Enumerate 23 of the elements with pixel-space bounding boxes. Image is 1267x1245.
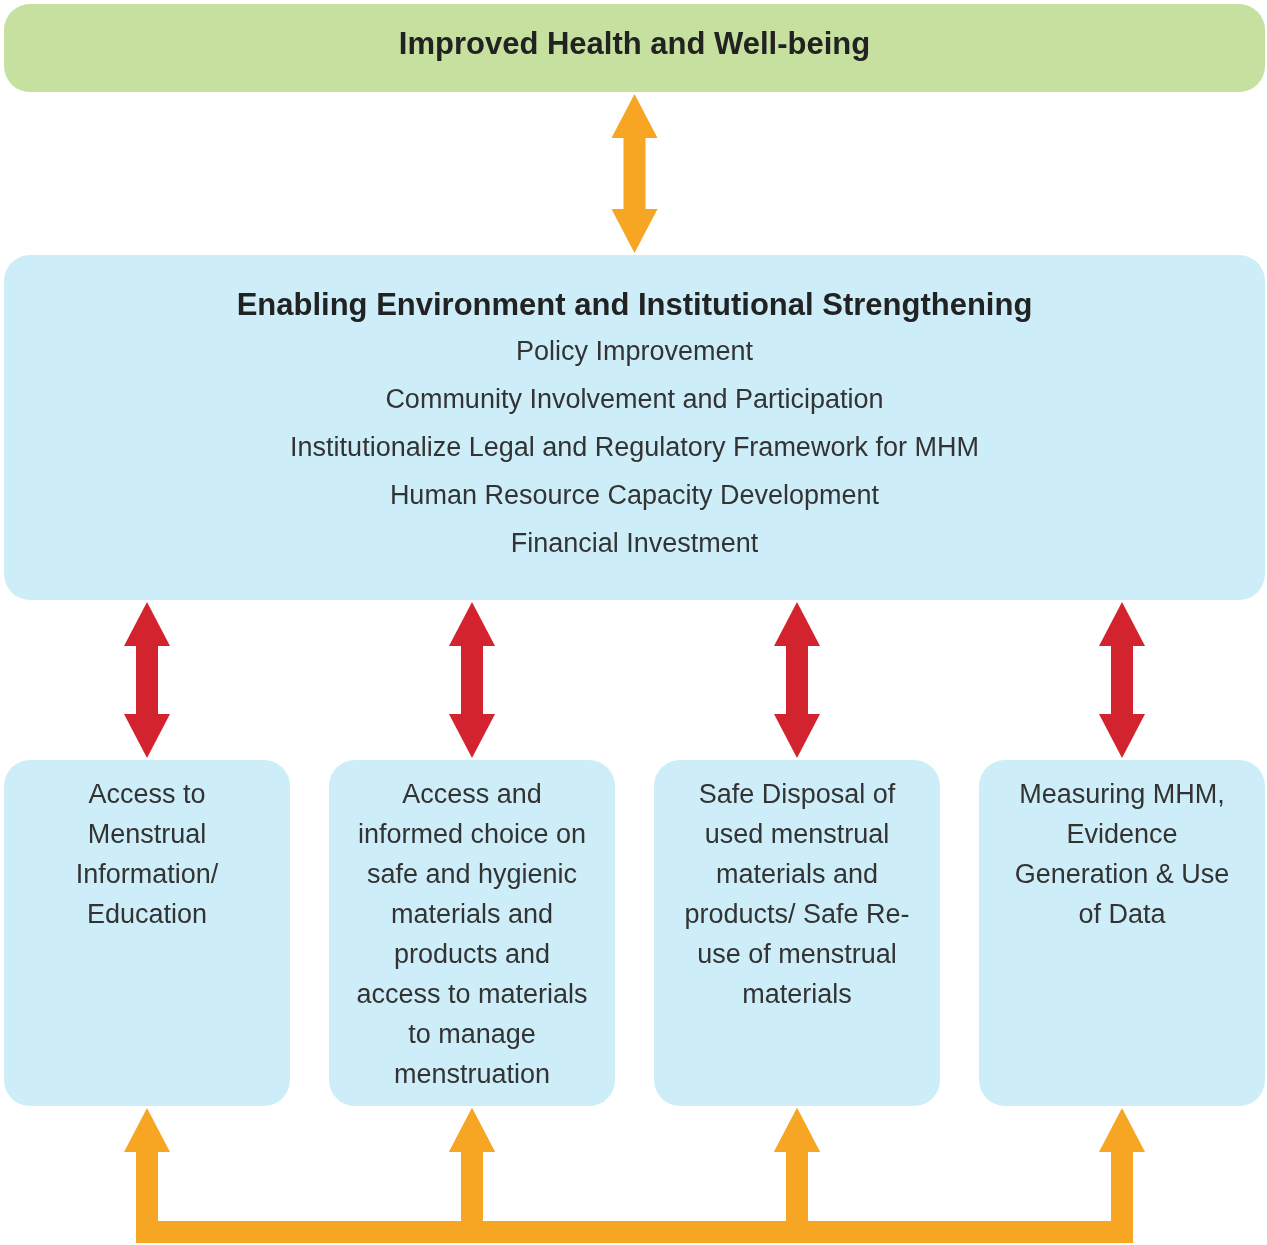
pillar-box — [4, 760, 290, 1106]
goal-box — [4, 4, 1265, 92]
pillar-text: Safe Disposal of used menstrual materials and products/ Safe Re-use of menstrual materials — [683, 778, 911, 1011]
list-item: Financial Investment — [509, 527, 760, 560]
pillar-box — [329, 760, 615, 1106]
pillar-text: Access and informed choice on safe and hygienic materials and products and access to materials to manage menstruation — [355, 778, 589, 1091]
heading: Enabling Environment and Institutional Strengthening — [235, 286, 1034, 324]
double-arrow — [774, 602, 820, 758]
double-arrow — [449, 602, 495, 758]
enabler-box — [4, 255, 1265, 600]
double-arrow — [774, 1108, 1145, 1243]
double-arrow — [124, 602, 170, 758]
pillar-box — [979, 760, 1265, 1106]
pillar-text: Access to Menstrual Information/ Education — [74, 778, 220, 931]
list-item: Community Involvement and Participation — [384, 383, 885, 416]
pillar-text: Measuring MHM, Evidence Generation & Use of Data — [1013, 778, 1231, 931]
list-item: Institutionalize Legal and Regulatory Framework for MHM — [289, 431, 980, 464]
double-arrow — [1099, 602, 1145, 758]
list-item: Human Resource Capacity Development — [388, 479, 881, 512]
heading: Improved Health and Well-being — [397, 25, 872, 63]
list-item: Policy Improvement — [514, 335, 755, 368]
double-arrow — [611, 94, 658, 253]
pillar-box — [654, 760, 940, 1106]
